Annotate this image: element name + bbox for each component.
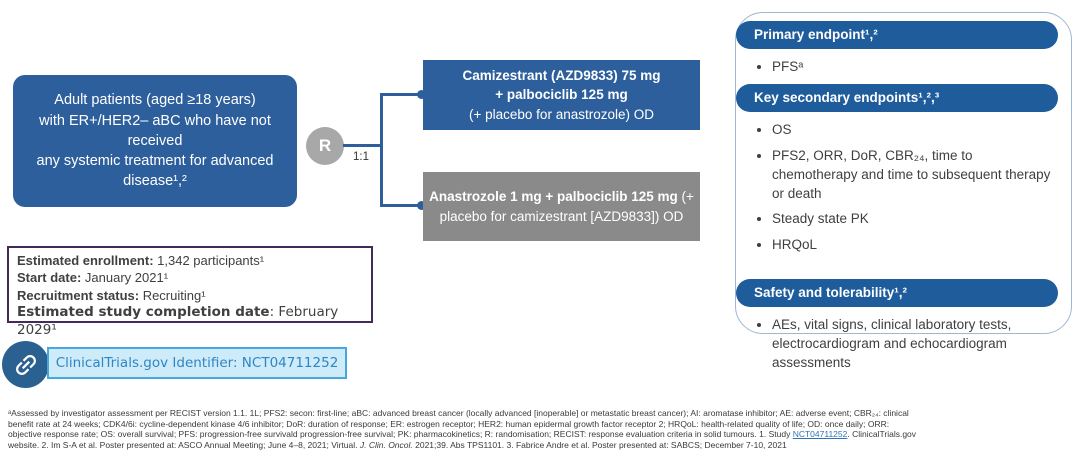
arm-camizestrant-line3: (+ placebo for anastrozole) OD bbox=[469, 106, 654, 122]
footnote-line: ᵃAssessed by investigator assessment per… bbox=[8, 408, 909, 418]
section-header-key-secondary-endpoints: Key secondary endpoints¹,²,³ bbox=[736, 83, 1058, 112]
clinicaltrials-identifier-text: ClinicalTrials.gov Identifier: NCT047112… bbox=[55, 355, 339, 371]
clinicaltrials-identifier-box: ClinicalTrials.gov Identifier: NCT047112… bbox=[47, 347, 347, 379]
connector-line bbox=[343, 144, 383, 147]
section-header-safety-tolerability: Safety and tolerability¹,² bbox=[736, 279, 1058, 308]
footnote-line: objective response rate; OS: overall sur… bbox=[8, 429, 917, 440]
list-item: OS bbox=[772, 121, 1061, 140]
info-label: Recruitment status: bbox=[17, 287, 140, 303]
connector-line bbox=[380, 204, 421, 207]
nct-link[interactable]: NCT04711252 bbox=[792, 429, 848, 440]
info-label: Start date: bbox=[17, 270, 82, 286]
list-item: AEs, vital signs, clinical laboratory te… bbox=[772, 316, 1061, 373]
list-item: PFSᵃ bbox=[772, 58, 1061, 77]
key-secondary-endpoints-list: OS PFS2, ORR, DoR, CBR₂₄, time to chemot… bbox=[736, 121, 1071, 255]
safety-tolerability-list: AEs, vital signs, clinical laboratory te… bbox=[736, 316, 1071, 373]
info-row-start-date: Start date: January 2021¹ bbox=[17, 269, 363, 286]
connector-line bbox=[380, 93, 421, 96]
arm-anastrozole-box: Anastrozole 1 mg + palbociclib 125 mg (+… bbox=[423, 172, 700, 241]
arm-camizestrant-box: Camizestrant (AZD9833) 75 mg + palbocicl… bbox=[423, 60, 700, 130]
patient-population-box: Adult patients (aged ≥18 years) with ER+… bbox=[13, 75, 297, 207]
arm-camizestrant-line2: + palbociclib 125 mg bbox=[495, 87, 628, 103]
list-item: Steady state PK bbox=[772, 210, 1061, 229]
randomization-circle: R bbox=[306, 127, 344, 165]
chain-link-icon bbox=[2, 341, 49, 388]
info-value: 1,342 participants¹ bbox=[153, 253, 265, 268]
info-row-recruitment-status: Recruitment status: Recruiting¹ bbox=[17, 287, 363, 304]
footnote-line: website. 2. Im S-A et al. Poster present… bbox=[8, 439, 787, 450]
primary-endpoint-list: PFSᵃ bbox=[736, 58, 1071, 77]
arm-anastrozole-line1-bold: Anastrozole 1 mg + palbociclib 125 mg bbox=[429, 188, 678, 204]
list-item: HRQoL bbox=[772, 236, 1061, 255]
section-header-primary-endpoint: Primary endpoint¹,² bbox=[736, 21, 1058, 49]
patient-population-text: Adult patients (aged ≥18 years) with ER+… bbox=[36, 92, 274, 190]
connector-dot bbox=[417, 90, 426, 99]
arm-anastrozole-line1: Anastrozole 1 mg + palbociclib 125 mg (+ bbox=[423, 187, 700, 207]
info-label: Estimated enrollment: bbox=[17, 253, 154, 268]
randomization-ratio: 1:1 bbox=[353, 151, 369, 163]
info-value: : February 2029¹ bbox=[17, 303, 339, 338]
randomization-label: R bbox=[318, 136, 332, 155]
info-value: Recruiting¹ bbox=[139, 287, 206, 303]
study-info-box: Estimated enrollment: 1,342 participants… bbox=[7, 246, 373, 338]
arm-anastrozole-line1-rest: (+ bbox=[677, 188, 694, 204]
info-row-completion-date: Estimated study completion date: Februar… bbox=[17, 304, 363, 340]
endpoints-panel: Primary endpoint¹,² PFSᵃ Key secondary e… bbox=[735, 12, 1072, 370]
connector-line bbox=[380, 93, 383, 207]
info-value: January 2021¹ bbox=[81, 270, 169, 286]
info-label: Estimated study completion date bbox=[17, 303, 270, 320]
arm-anastrozole-line2: placebo for camizestrant [AZD9833]) OD bbox=[439, 208, 684, 224]
info-row-enrollment: Estimated enrollment: 1,342 participants… bbox=[17, 252, 363, 269]
arm-camizestrant-line1: Camizestrant (AZD9833) 75 mg bbox=[462, 67, 661, 83]
footnote-line: benefit rate at 24 weeks; CDK4/6i: cycli… bbox=[8, 418, 890, 429]
connector-dot bbox=[417, 201, 426, 210]
footnote: ᵃAssessed by investigator assessment per… bbox=[8, 408, 1074, 450]
list-item: PFS2, ORR, DoR, CBR₂₄, time to chemother… bbox=[772, 147, 1061, 204]
